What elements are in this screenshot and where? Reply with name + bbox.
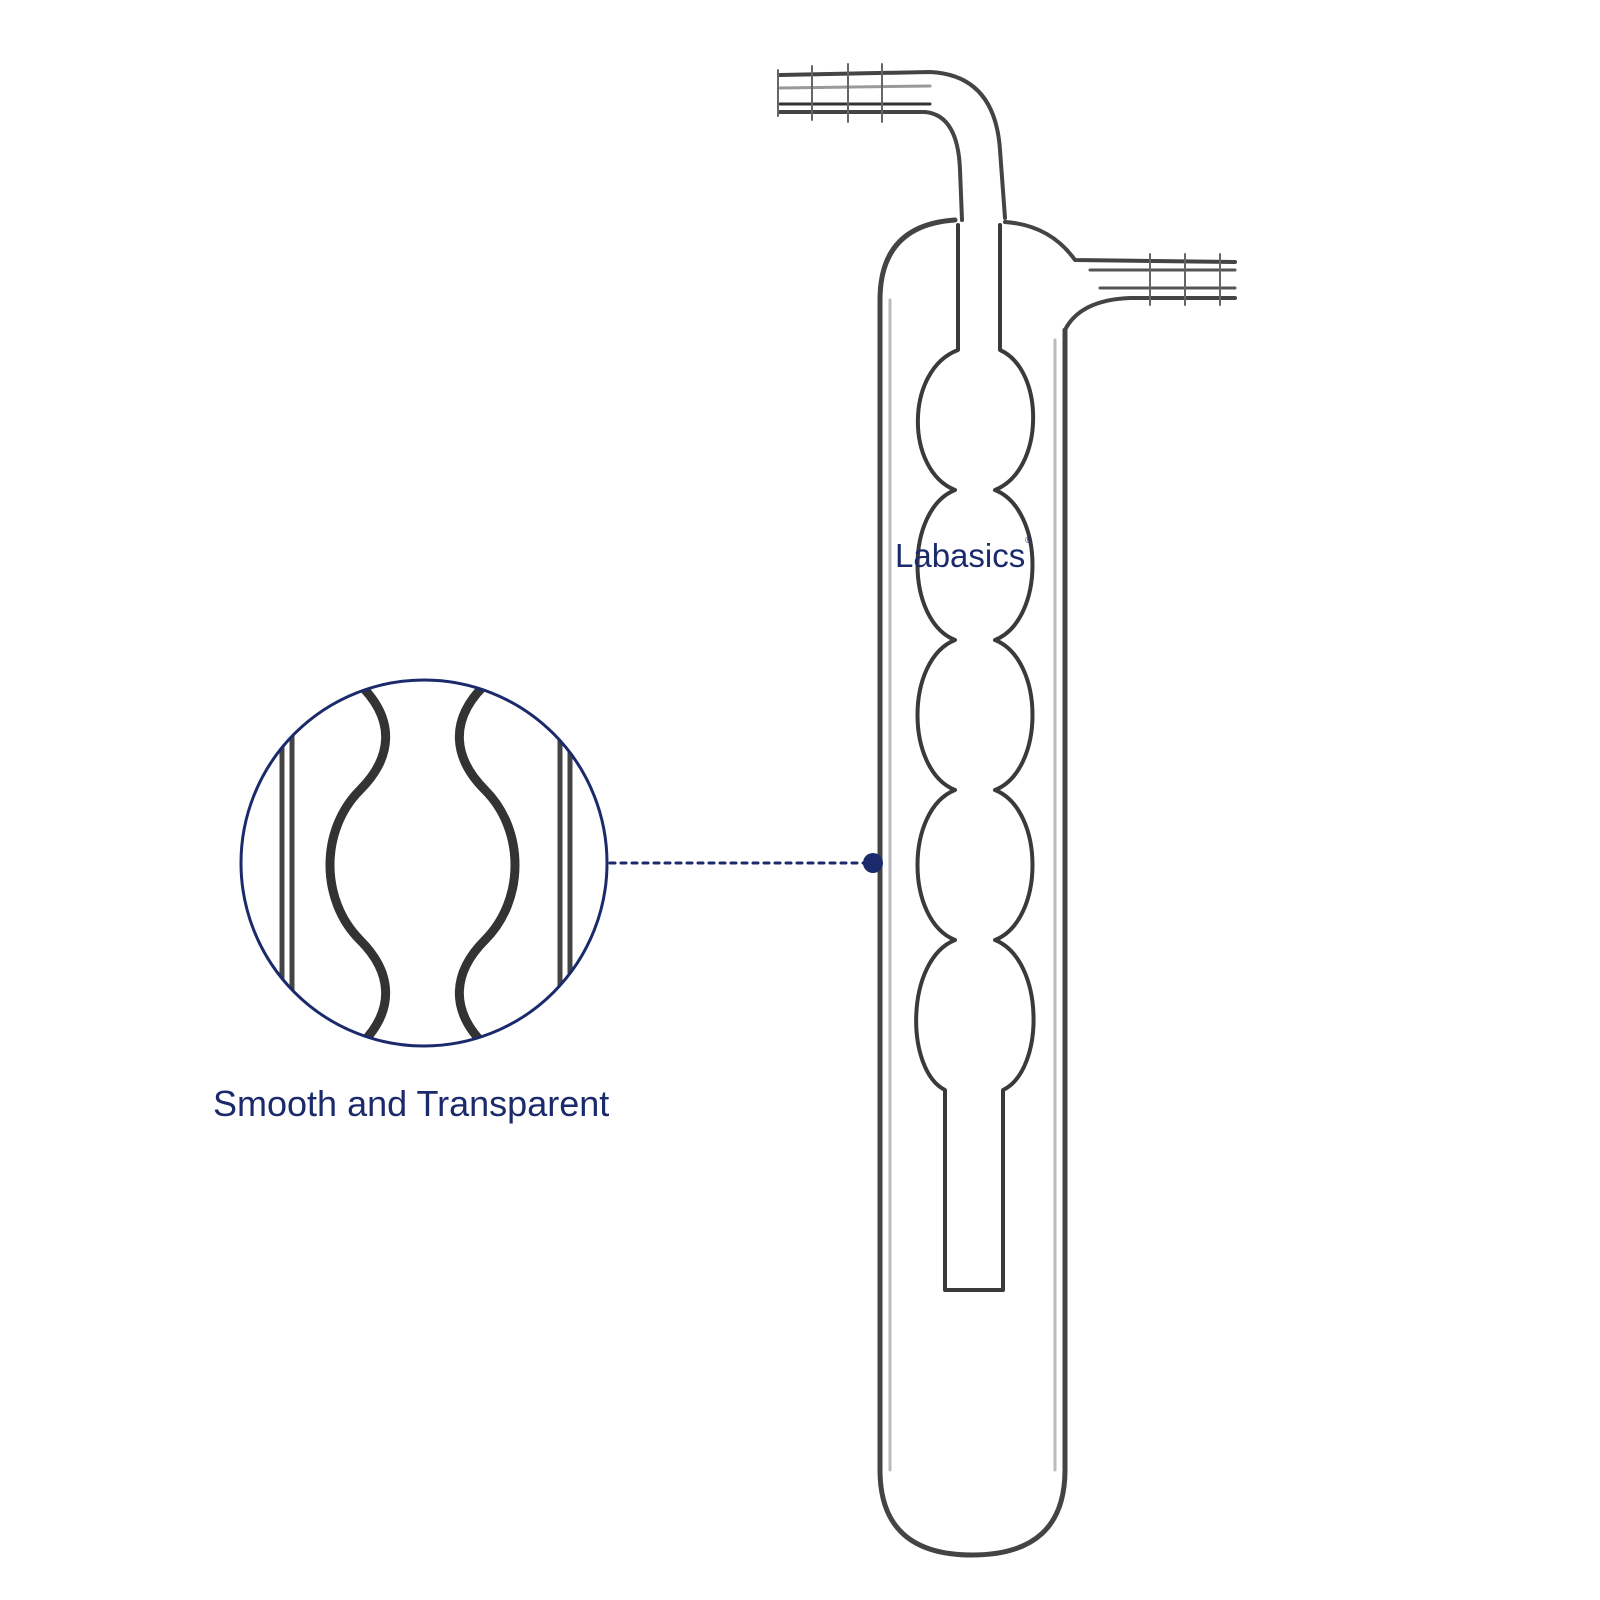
brand-logo: Labasics® (895, 535, 1032, 575)
callout-circle (239, 678, 609, 1048)
callout-caption: Smooth and Transparent (213, 1083, 610, 1124)
inlet-tube (777, 63, 1007, 222)
zoom-callout (239, 678, 883, 1048)
callout-magnified-glass (279, 681, 573, 1045)
outer-tube (877, 217, 1068, 1558)
inner-bulb-tube (914, 223, 1036, 1292)
outlet-tube (1003, 220, 1237, 332)
callout-anchor-dot (863, 853, 883, 873)
registered-mark: ® (1025, 535, 1032, 545)
brand-name: Labasics (895, 537, 1026, 574)
